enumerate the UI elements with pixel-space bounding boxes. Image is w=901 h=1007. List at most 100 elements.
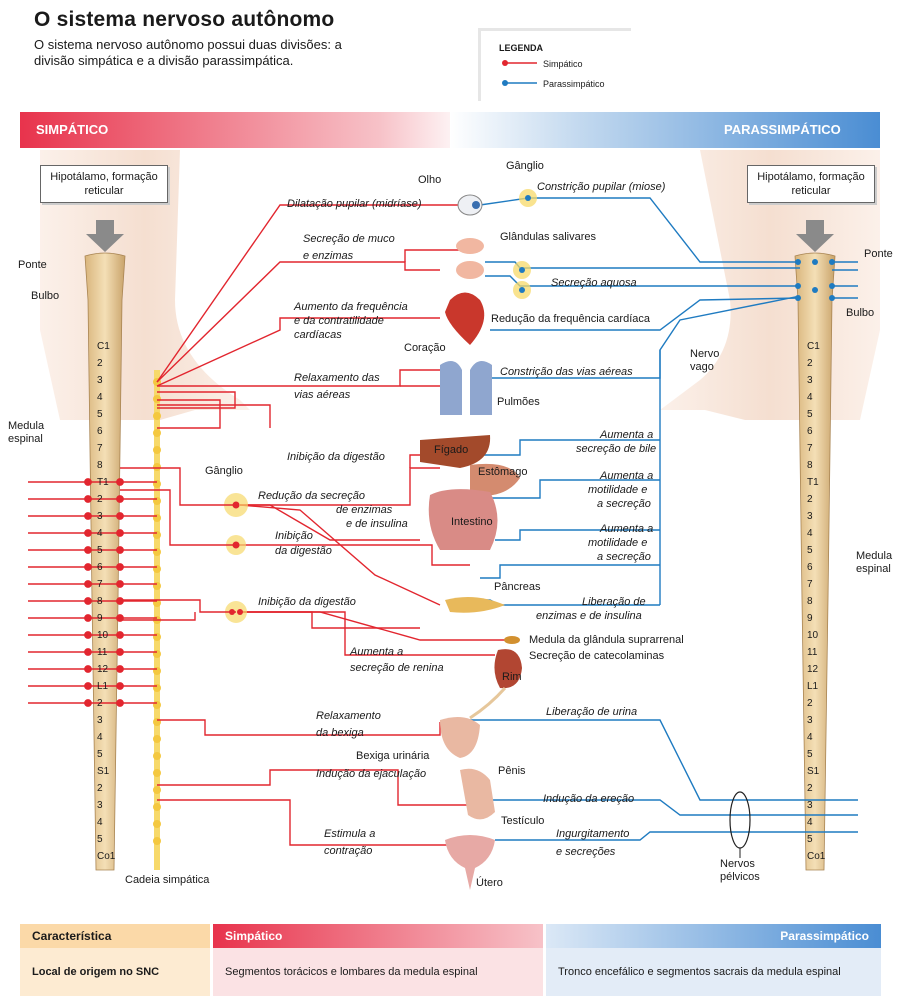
chain-ganglion-25 xyxy=(153,803,161,811)
left-segment-13: 6 xyxy=(97,561,103,574)
right-segment-22: 3 xyxy=(807,714,813,727)
right-segment-7: 8 xyxy=(807,459,813,472)
organ-heart xyxy=(445,293,484,346)
chain-ganglion-10 xyxy=(153,548,161,556)
sym-renin-2: secreção de renina xyxy=(350,662,444,675)
left-segment-0: C1 xyxy=(97,340,110,353)
heart-label: Coração xyxy=(404,342,446,355)
right-segment-29: 5 xyxy=(807,833,813,846)
chain-ganglion-6 xyxy=(153,480,161,488)
right-segment-21: 2 xyxy=(807,697,813,710)
sympathetic-chain-label: Cadeia simpática xyxy=(125,874,209,887)
sym-enzymes-2: de enzimas xyxy=(336,504,392,517)
right-segment-6: 7 xyxy=(807,442,813,455)
sym-mucus-1: Secreção de muco xyxy=(303,233,395,246)
sym-pupil: Dilatação pupilar (midríase) xyxy=(287,198,422,211)
pelvic-nerves-label: Nervos pélvicos xyxy=(720,858,770,884)
left-root-dot-18-0 xyxy=(85,649,91,655)
chain-ganglion-9 xyxy=(153,531,161,539)
chain-ganglion-16 xyxy=(153,650,161,658)
organ-adrenal xyxy=(504,636,520,644)
right-segment-10: 3 xyxy=(807,510,813,523)
ureter xyxy=(470,688,505,718)
pancreas-label: Pâncreas xyxy=(494,581,540,594)
chain-ganglion-27 xyxy=(153,837,161,845)
chain-ganglion-2 xyxy=(153,412,161,420)
left-segment-29: 5 xyxy=(97,833,103,846)
chain-ganglion-12 xyxy=(153,582,161,590)
left-segment-6: 7 xyxy=(97,442,103,455)
chain-ganglion-24 xyxy=(153,786,161,794)
left-ganglion-label: Gânglio xyxy=(205,465,243,478)
sym-heart-3: cardíacas xyxy=(294,329,342,342)
left-root-dot-17-1 xyxy=(117,632,123,638)
left-root-dot-21-0 xyxy=(85,700,91,706)
testicle-label: Testículo xyxy=(501,815,544,828)
left-segment-19: 12 xyxy=(97,663,108,676)
sym-digestion-1: Inibição da digestão xyxy=(287,451,385,464)
left-segment-15: 8 xyxy=(97,595,103,608)
left-root-dot-13-0 xyxy=(85,564,91,570)
para-motility1-a: Aumenta a xyxy=(600,470,653,483)
table-cell-feature: Local de origem no SNC xyxy=(20,948,210,996)
left-segment-2: 3 xyxy=(97,374,103,387)
right-segment-2: 3 xyxy=(807,374,813,387)
left-root-dot-20-0 xyxy=(85,683,91,689)
left-root-dot-18-1 xyxy=(117,649,123,655)
right-segment-15: 8 xyxy=(807,595,813,608)
left-root-dot-21-1 xyxy=(117,700,123,706)
chain-ganglion-5 xyxy=(153,463,161,471)
left-pons-label: Ponte xyxy=(18,259,47,272)
left-segment-7: 8 xyxy=(97,459,103,472)
right-segment-13: 6 xyxy=(807,561,813,574)
right-spinal-label: Medula espinal xyxy=(856,550,901,576)
left-segment-10: 3 xyxy=(97,510,103,523)
table-header-parasympathetic: Parassimpático xyxy=(546,924,881,948)
right-segment-9: 2 xyxy=(807,493,813,506)
sym-bladder-2: da bexiga xyxy=(316,727,364,740)
intestine-label: Intestino xyxy=(451,516,493,529)
table-header-sympathetic: Simpático xyxy=(213,924,543,948)
right-segment-14: 7 xyxy=(807,578,813,591)
left-root-dot-8-0 xyxy=(85,479,91,485)
left-hypothalamus-box: Hipotálamo, formação reticular xyxy=(40,165,168,203)
para-motility1-c: a secreção xyxy=(597,498,651,511)
para-erection: Indução da ereção xyxy=(543,793,634,806)
kidney-label: Rim xyxy=(502,671,522,684)
sym-airway-2: vias aéreas xyxy=(294,389,350,402)
left-segment-23: 4 xyxy=(97,731,103,744)
chain-ganglion-17 xyxy=(153,667,161,675)
para-bile-1: Aumenta a xyxy=(600,429,653,442)
right-segment-8: T1 xyxy=(807,476,819,489)
para-enzymes-1: Liberação de xyxy=(582,596,646,609)
sym-digestion-2a: Inibição xyxy=(275,530,313,543)
uterus-label: Útero xyxy=(476,877,503,890)
left-spinal-label: Medula espinal xyxy=(8,420,58,446)
right-segment-12: 5 xyxy=(807,544,813,557)
sym-heart-1: Aumento da frequência xyxy=(294,301,408,314)
para-heart: Redução da frequência cardíaca xyxy=(491,313,650,326)
left-root-dot-10-0 xyxy=(85,513,91,519)
left-segment-18: 11 xyxy=(97,646,107,659)
para-airway: Constrição das vias aéreas xyxy=(500,366,633,379)
left-root-dot-13-1 xyxy=(117,564,123,570)
right-segment-5: 6 xyxy=(807,425,813,438)
ganglion-label: Gânglio xyxy=(506,160,544,173)
diagram-canvas xyxy=(0,0,901,920)
sym-enzymes-3: e de insulina xyxy=(346,518,408,531)
left-root-dot-19-1 xyxy=(117,666,123,672)
left-segment-12: 5 xyxy=(97,544,103,557)
left-root-dot-20-1 xyxy=(117,683,123,689)
left-root-dot-11-0 xyxy=(85,530,91,536)
right-segment-24: 5 xyxy=(807,748,813,761)
right-segment-0: C1 xyxy=(807,340,820,353)
right-segment-30: Co1 xyxy=(807,850,825,863)
left-root-dot-16-0 xyxy=(85,615,91,621)
right-segment-26: 2 xyxy=(807,782,813,795)
left-segment-26: 2 xyxy=(97,782,103,795)
left-root-dot-19-0 xyxy=(85,666,91,672)
right-hypothalamus-box: Hipotálamo, formação reticular xyxy=(747,165,875,203)
chain-ganglion-4 xyxy=(153,446,161,454)
right-medulla-label: Bulbo xyxy=(846,307,874,320)
right-pons-label: Ponte xyxy=(864,248,893,261)
